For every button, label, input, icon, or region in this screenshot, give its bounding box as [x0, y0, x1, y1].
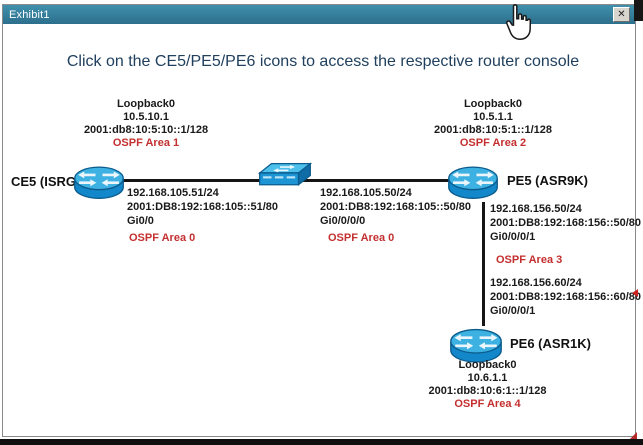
link-pe6-side-ipv6: 2001:DB8:192:168:156::60/80 [490, 291, 642, 303]
link-switch-pe5-ipv6: 2001:DB8:192:168:105::50/80 [320, 201, 472, 213]
pe6-loopback-ipv6: 2001:db8:10:6:1::1/128 [428, 385, 547, 397]
ce5-router-icon[interactable] [73, 158, 125, 204]
pe5-loopback-ipv6: 2001:db8:10:5:1::1/128 [433, 124, 552, 136]
link-pe6-side-block: 192.168.156.60/24 2001:DB8:192:168:156::… [490, 276, 641, 318]
link-switch-pe5-interface: Gi0/0/0/0 [320, 215, 366, 227]
link-pe6-side-ipv4: 192.168.156.60/24 [490, 277, 582, 289]
window-title: Exhibit1 [9, 8, 50, 21]
link-ce5-switch-ipv4: 192.168.105.51/24 [127, 187, 219, 199]
link-ce5-switch-interface: Gi0/0 [127, 215, 154, 227]
link-pe5-side-ipv4: 192.168.156.50/24 [490, 203, 582, 215]
link-pe5-side-ipv6: 2001:DB8:192:168:156::50/80 [490, 217, 642, 229]
ce5-device-label: CE5 (ISRG2) [11, 174, 88, 189]
ce5-loopback-ipv6: 2001:db8:10:5:10::1/128 [83, 124, 209, 136]
pe5-loopback-ipv4: 10.5.1.1 [473, 111, 513, 123]
link-ce5-switch-ospf-area: OSPF Area 0 [129, 232, 196, 244]
ce5-loopback-ipv4: 10.5.10.1 [123, 111, 169, 123]
link-pe5-side-interface: Gi0/0/0/1 [490, 231, 536, 243]
pe5-device-label: PE5 (ASR9K) [507, 173, 588, 188]
pe6-loopback-ipv4: 10.6.1.1 [467, 372, 508, 384]
pe5-loopback-name: Loopback0 [463, 98, 523, 110]
pe6-ospf-area: OSPF Area 4 [454, 398, 521, 410]
instruction-text: Click on the CE5/PE5/PE6 icons to access… [66, 53, 580, 70]
ce5-loopback-block: Loopback0 10.5.10.1 2001:db8:10:5:10::1/… [61, 98, 231, 150]
pe6-device-label: PE6 (ASR1K) [510, 336, 591, 351]
ce5-ospf-area: OSPF Area 1 [112, 137, 180, 149]
link-switch-pe5-block: 192.168.105.50/24 2001:DB8:192:168:105::… [320, 186, 471, 245]
pe6-loopback-block: Loopback0 10.6.1.1 2001:db8:10:6:1::1/12… [395, 359, 580, 411]
pe5-ospf-area: OSPF Area 2 [459, 137, 527, 149]
pe5-router-icon[interactable] [447, 158, 499, 204]
screen-edge-bottom [0, 439, 643, 445]
ce5-loopback-name: Loopback0 [116, 98, 176, 110]
close-button[interactable]: ✕ [613, 7, 630, 22]
screen-edge-top-right [634, 0, 643, 21]
pe6-router-icon[interactable] [449, 320, 503, 368]
pe6-loopback-name: Loopback0 [458, 359, 517, 371]
link-ce5-switch-ipv6: 2001:DB8:192:168:105::51/80 [127, 201, 279, 213]
titlebar[interactable]: Exhibit1 ✕ [3, 5, 635, 24]
exhibit-window: Exhibit1 ✕ Click on the CE5/PE5/PE6 icon… [2, 4, 641, 441]
resize-grip[interactable] [628, 432, 637, 441]
close-icon: ✕ [617, 8, 626, 20]
ethernet-switch-icon [258, 160, 312, 196]
pe5-loopback-block: Loopback0 10.5.1.1 2001:db8:10:5:1::1/12… [408, 98, 578, 150]
link-line-pe5-pe6 [482, 202, 485, 326]
link-pe5-side-ospf-area: OSPF Area 3 [496, 254, 563, 266]
link-ce5-switch-block: 192.168.105.51/24 2001:DB8:192:168:105::… [127, 186, 278, 245]
link-switch-pe5-ospf-area: OSPF Area 0 [328, 232, 395, 244]
link-switch-pe5-ipv4: 192.168.105.50/24 [320, 187, 412, 199]
link-pe5-side-block: 192.168.156.50/24 2001:DB8:192:168:156::… [490, 202, 641, 267]
right-edge-marker [632, 289, 638, 297]
link-pe6-side-interface: Gi0/0/0/1 [490, 305, 536, 317]
